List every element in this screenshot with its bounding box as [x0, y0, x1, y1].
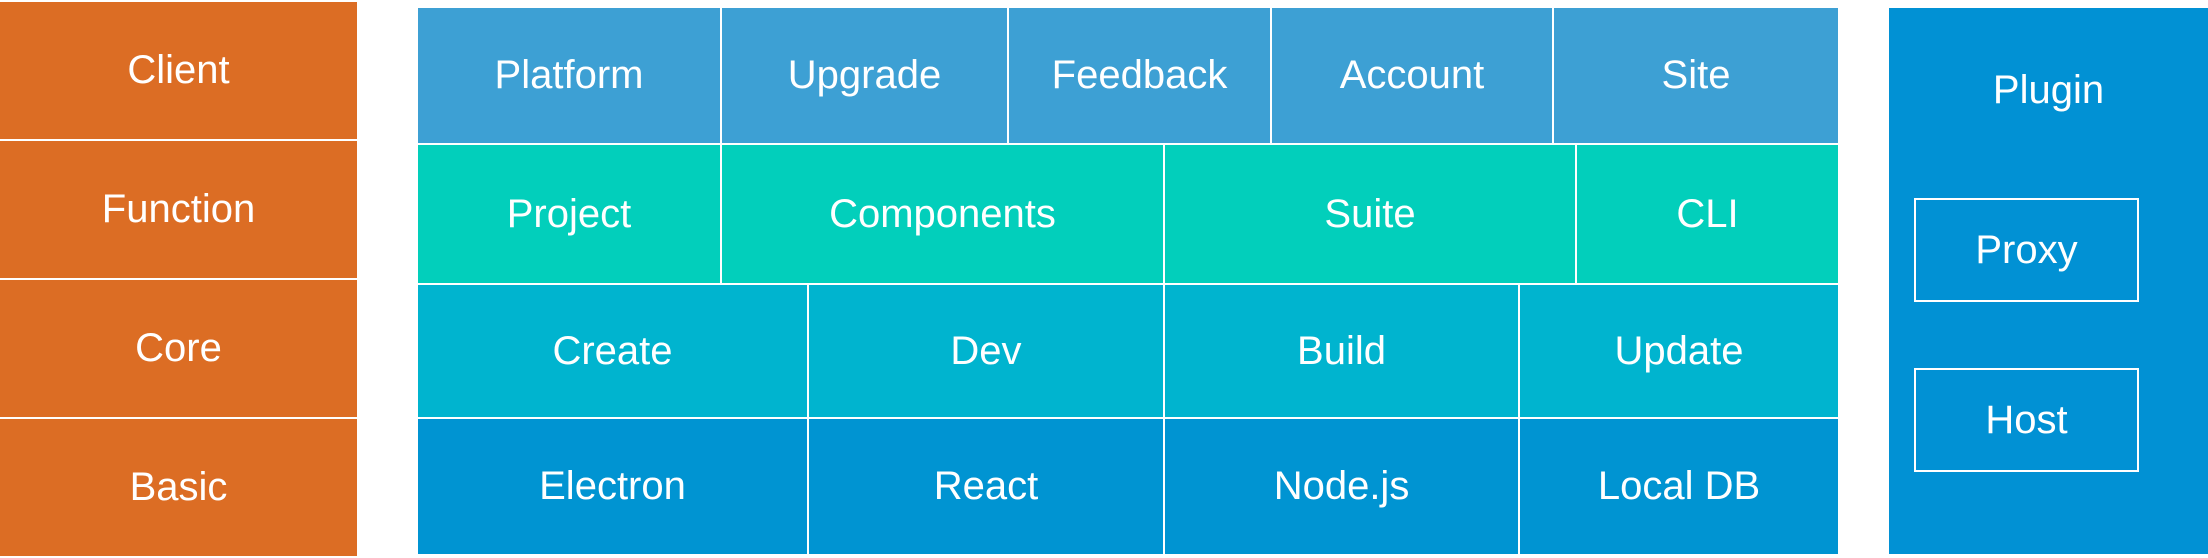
cell-project: Project — [418, 145, 720, 283]
cell-upgrade: Upgrade — [722, 8, 1007, 143]
layer-basic: Basic — [0, 419, 357, 556]
cell-platform: Platform — [418, 8, 720, 143]
cell-site: Site — [1554, 8, 1838, 143]
cell-update: Update — [1520, 285, 1838, 417]
cell-nodejs: Node.js — [1165, 419, 1518, 554]
cell-components: Components — [722, 145, 1163, 283]
layer-client: Client — [0, 2, 357, 139]
cell-react: React — [809, 419, 1163, 554]
cell-local-db: Local DB — [1520, 419, 1838, 554]
layer-core: Core — [0, 280, 357, 417]
cell-dev: Dev — [809, 285, 1163, 417]
plugin-proxy: Proxy — [1914, 198, 2139, 302]
cell-cli: CLI — [1577, 145, 1838, 283]
layer-function: Function — [0, 141, 357, 278]
plugin-panel: Plugin Proxy Host — [1889, 8, 2208, 554]
cell-account: Account — [1272, 8, 1552, 143]
plugin-host: Host — [1914, 368, 2139, 472]
cell-build: Build — [1165, 285, 1518, 417]
cell-electron: Electron — [418, 419, 807, 554]
cell-suite: Suite — [1165, 145, 1575, 283]
layer-labels: Client Function Core Basic — [0, 0, 357, 558]
cell-create: Create — [418, 285, 807, 417]
plugin-title: Plugin — [1992, 68, 2105, 112]
cell-feedback: Feedback — [1009, 8, 1270, 143]
